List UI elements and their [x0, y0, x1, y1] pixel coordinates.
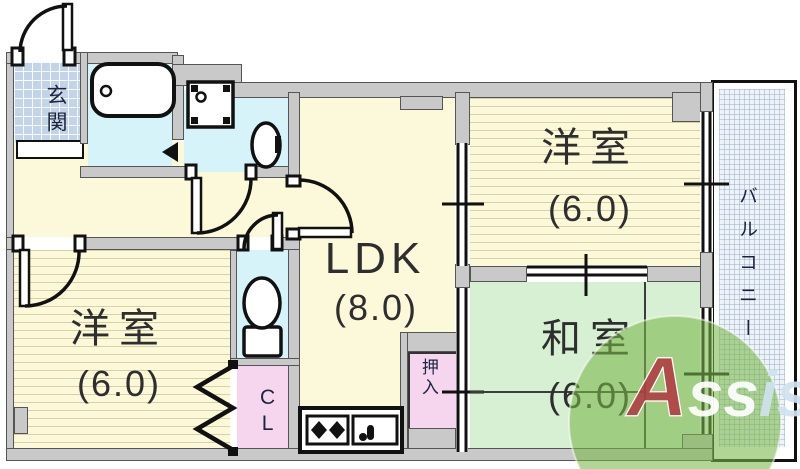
- wall: [78, 237, 244, 250]
- genkan-step: [16, 140, 84, 159]
- genkan-label: 玄関: [44, 84, 68, 138]
- closet-label: CL: [256, 386, 280, 438]
- wall: [230, 358, 300, 366]
- bedroom-bottom-left-size: (6.0): [76, 363, 162, 404]
- balcony-label: バルコニー: [735, 186, 757, 351]
- bedroom-top-right-size: (6.0): [547, 188, 633, 229]
- wall: [455, 92, 470, 145]
- toilet-floor: [237, 250, 288, 358]
- wall: [230, 250, 237, 368]
- wall: [80, 166, 195, 178]
- wall: [700, 252, 713, 308]
- closet-floor: [237, 366, 288, 448]
- oshiire-label: 押入: [418, 358, 438, 398]
- washroom-floor: [184, 90, 288, 172]
- pillar: [14, 407, 28, 434]
- bedroom-top-right-floor: [470, 98, 700, 266]
- wall: [700, 82, 713, 112]
- wall: [470, 266, 527, 282]
- washitsu-floor: [470, 282, 700, 448]
- wall: [288, 92, 300, 180]
- bedroom-bottom-left-label: 洋室: [70, 307, 168, 351]
- ldk-label: LDK: [324, 234, 426, 283]
- washitsu-size: (6.0): [547, 375, 633, 416]
- wall: [80, 52, 88, 144]
- genkan-floor: [14, 62, 82, 142]
- wall: [400, 332, 408, 452]
- wall: [6, 237, 21, 250]
- wall: [6, 52, 21, 64]
- wall: [408, 428, 456, 450]
- bedroom-top-right-label: 洋室: [541, 126, 639, 170]
- ldk-size: (8.0): [333, 287, 419, 328]
- wall: [6, 448, 713, 461]
- entrance-door: [10, 2, 77, 67]
- wall: [400, 96, 443, 110]
- washitsu-label: 和室: [541, 317, 639, 361]
- oshiire-floor: [408, 352, 456, 428]
- bathroom-floor: [88, 62, 172, 166]
- wall: [400, 332, 457, 352]
- wall: [6, 52, 14, 460]
